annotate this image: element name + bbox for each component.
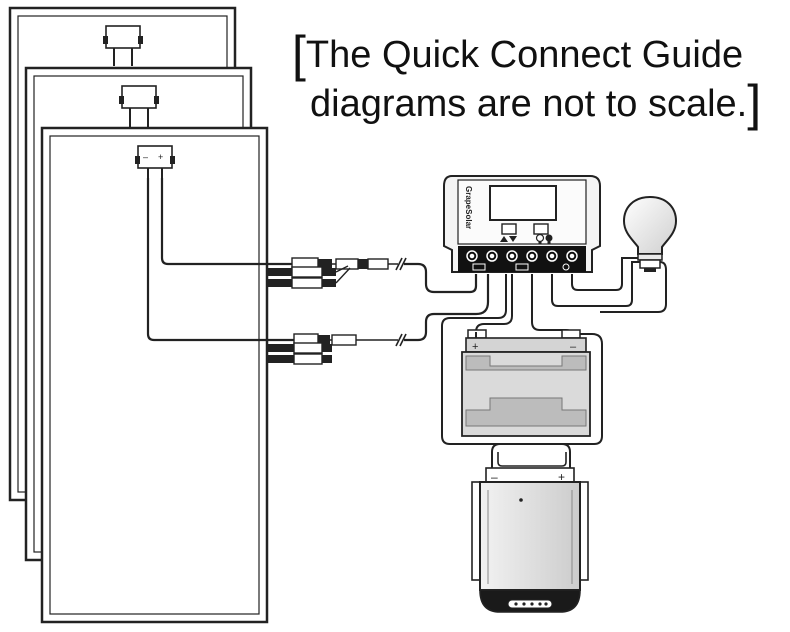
mc4-connectors-lower [266, 333, 357, 365]
close-bracket: ] [747, 75, 762, 131]
charge-controller: GrapeSolar [443, 175, 601, 273]
inverter: – + [471, 467, 589, 613]
inverter-inner-cable [497, 452, 567, 467]
controller-display [489, 185, 557, 221]
controller-left-button [501, 223, 517, 235]
load-cables [551, 257, 667, 313]
junction-box-positive-label: + [158, 152, 163, 162]
inverter-negative-label: – [491, 470, 498, 484]
controller-terminals [466, 250, 578, 271]
junction-box-middle [119, 85, 159, 128]
bulb-small-icon [535, 233, 545, 244]
note-line-1: The Quick Connect Guide [305, 34, 744, 76]
junction-box-negative-label: – [143, 152, 148, 162]
open-bracket: [ [292, 26, 306, 82]
arrow-down-icon [509, 236, 517, 242]
inverter-positive-label: + [558, 470, 565, 484]
bulb-filled-icon [545, 234, 553, 244]
arrow-up-icon [500, 236, 508, 242]
controller-brand-label: GrapeSolar [464, 186, 473, 229]
battery: + – [461, 329, 591, 437]
controller-right-button [533, 223, 549, 235]
junction-box-front: – + [135, 145, 175, 178]
mc4-connectors-upper [266, 257, 389, 289]
note-line-2: diagrams are not to scale. [310, 83, 748, 125]
battery-negative-label: – [570, 341, 577, 353]
light-bulb-icon [622, 195, 678, 272]
battery-positive-label: + [472, 341, 478, 353]
solar-panel-front: – + [40, 126, 269, 624]
junction-box-back [103, 25, 143, 66]
not-to-scale-note: [The Quick Connect Guide diagrams are no… [292, 29, 787, 131]
cable-break-marks [395, 257, 407, 347]
inverter-cables [475, 332, 571, 468]
